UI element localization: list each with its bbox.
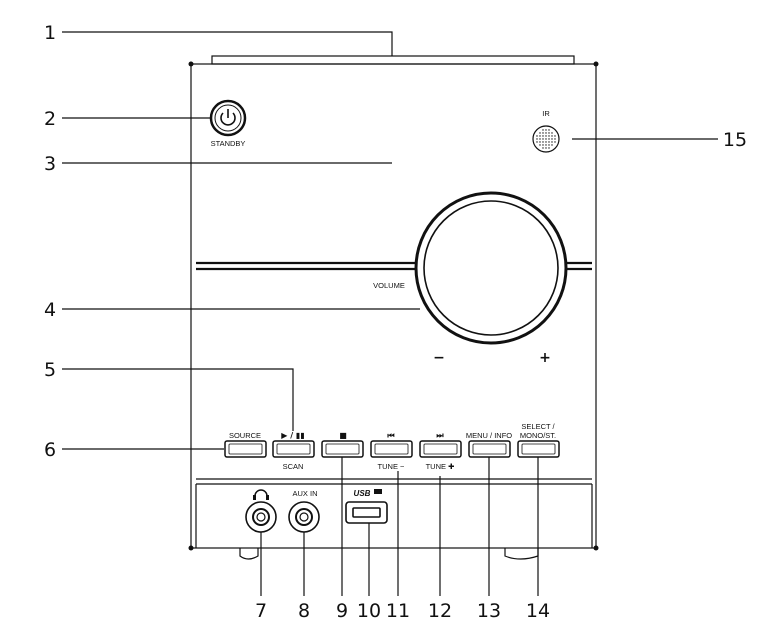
foot-left [239, 548, 259, 560]
headphones-icon [253, 489, 269, 500]
callout-1: 1 [44, 22, 56, 44]
select-label-line1: SELECT / [521, 422, 555, 431]
top-cover [211, 55, 575, 65]
device-body [188, 55, 599, 560]
headphone-jack[interactable] [245, 501, 277, 533]
menu-info-label: MENU / INFO [466, 431, 512, 440]
usb-label: USB [354, 489, 371, 498]
button-row: SOURCE ▶ / ▮▮ SCAN ■ ⏮ TUNE − ⏭ [224, 422, 560, 471]
callout-6: 6 [44, 439, 56, 461]
callout-5: 5 [44, 359, 56, 381]
callout-lines [62, 31, 718, 596]
source-button[interactable] [224, 440, 267, 458]
aux-in-jack[interactable] [288, 501, 320, 533]
stop-label: ■ [339, 431, 347, 440]
prev-button[interactable] [370, 440, 413, 458]
select-label-line2: MONO/ST. [520, 431, 556, 440]
play-pause-button[interactable] [272, 440, 315, 458]
volume-label: VOLUME [373, 281, 405, 290]
callout-14: 14 [526, 600, 550, 622]
select-button[interactable] [517, 440, 560, 458]
callout-11: 11 [386, 600, 410, 622]
tune-plus-label: TUNE ✚ [426, 462, 456, 471]
play-pause-label: ▶ / ▮▮ [281, 431, 304, 440]
next-label: ⏭ [436, 431, 444, 440]
menu-info-button[interactable] [468, 440, 511, 458]
callout-9: 9 [336, 600, 348, 622]
volume-plus-label: + [539, 350, 551, 366]
callout-2: 2 [44, 108, 56, 130]
tune-minus-label: TUNE − [378, 462, 406, 471]
usb-logo-icon: USB [354, 489, 382, 498]
callout-10: 10 [357, 600, 381, 622]
foot-right [504, 548, 539, 560]
volume-minus-label: − [433, 350, 445, 366]
aux-in-label: AUX IN [292, 489, 317, 498]
callout-numbers: 1 2 3 4 5 6 7 8 9 10 11 12 13 14 15 [44, 22, 747, 622]
scan-label: SCAN [283, 462, 304, 471]
standby-label: STANDBY [211, 139, 246, 148]
callout-13: 13 [477, 600, 501, 622]
volume-knob[interactable] [414, 191, 568, 345]
callout-3: 3 [44, 153, 56, 175]
source-label: SOURCE [229, 431, 261, 440]
main-box [190, 63, 597, 549]
power-icon [220, 109, 236, 126]
ir-label: IR [542, 109, 550, 118]
callout-15: 15 [723, 129, 747, 151]
usb-port[interactable] [345, 501, 388, 524]
callout-12: 12 [428, 600, 452, 622]
ir-sensor [532, 125, 560, 153]
stop-button[interactable] [321, 440, 364, 458]
callout-7: 7 [255, 600, 267, 622]
prev-label: ⏮ [387, 431, 394, 440]
callout-8: 8 [298, 600, 310, 622]
standby-button[interactable] [209, 99, 247, 137]
callout-4: 4 [44, 299, 56, 321]
next-button[interactable] [419, 440, 462, 458]
